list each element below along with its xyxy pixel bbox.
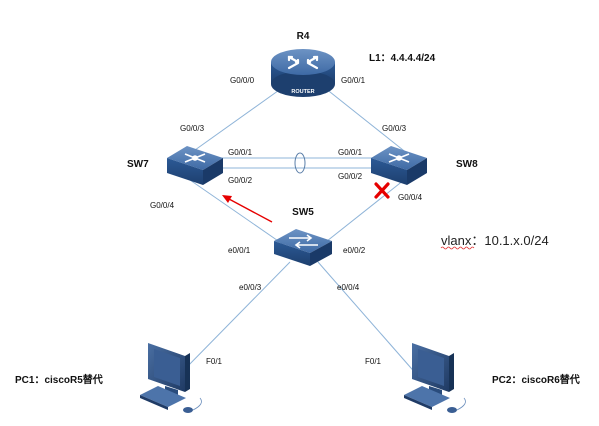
port-label-sw8-g002: G0/0/2 — [338, 172, 363, 181]
vlan-suffix: ：10.1.x.0/24 — [471, 233, 548, 248]
pc1-computer[interactable] — [140, 343, 202, 413]
port-label-sw5-e004: e0/0/4 — [337, 283, 360, 292]
link-sw5-pc2 — [317, 261, 419, 377]
vlan-subnet-annotation: vlanx：10.1.x.0/24 — [441, 233, 549, 248]
port-label-sw7-g003: G0/0/3 — [180, 124, 205, 133]
port-label-sw8-g001: G0/0/1 — [338, 148, 363, 157]
pc2-label: PC2：ciscoR6替代 — [492, 373, 580, 386]
device-label-sw7: SW7 — [127, 159, 149, 170]
port-label-sw5-e003: e0/0/3 — [239, 283, 262, 292]
link-r4-sw7 — [187, 87, 283, 156]
vlan-prefix: vlanx — [441, 233, 472, 248]
router-arrows-icon — [287, 55, 319, 70]
link-sw5-pc1 — [181, 261, 291, 373]
pc2-computer[interactable] — [404, 343, 466, 413]
blocked-port-x-icon — [374, 182, 390, 199]
port-label-sw7-g002: G0/0/2 — [228, 176, 253, 185]
port-label-sw8-g004: G0/0/4 — [398, 193, 423, 202]
port-label-r4-g001: G0/0/1 — [341, 76, 366, 85]
port-label-sw7-g001: G0/0/1 — [228, 148, 253, 157]
router-badge: ROUTER — [291, 89, 314, 95]
link-sw7-sw5 — [189, 179, 285, 246]
port-label-sw8-g003: G0/0/3 — [382, 124, 407, 133]
router-r4[interactable]: ROUTER — [271, 49, 335, 97]
l3-switch-icon — [388, 153, 410, 163]
loopback-label: L1：4.4.4.4/24 — [369, 53, 436, 64]
port-label-sw5-e002: e0/0/2 — [343, 246, 366, 255]
device-label-sw5: SW5 — [292, 207, 314, 218]
port-label-pc2-f01: F0/1 — [365, 357, 382, 366]
port-label-pc1-f01: F0/1 — [206, 357, 223, 366]
switch-sw7[interactable] — [167, 146, 223, 185]
port-label-r4-g000: G0/0/0 — [230, 76, 255, 85]
switch-sw8[interactable] — [371, 146, 427, 185]
pc1-label: PC1：ciscoR5替代 — [15, 373, 103, 386]
spellcheck-underline — [440, 246, 475, 250]
port-label-sw7-g004: G0/0/4 — [150, 201, 175, 210]
port-label-sw5-e001: e0/0/1 — [228, 246, 251, 255]
eth-trunk-bundle-marker — [294, 152, 306, 174]
link-r4-sw8 — [324, 87, 409, 155]
device-label-r4: R4 — [297, 31, 310, 42]
l3-switch-icon — [184, 153, 206, 163]
switch-sw5[interactable] — [274, 229, 332, 266]
link-sw8-sw5 — [321, 179, 405, 246]
traffic-direction-arrow — [222, 195, 273, 223]
l2-switch-icon — [289, 234, 318, 249]
device-label-sw8: SW8 — [456, 159, 478, 170]
